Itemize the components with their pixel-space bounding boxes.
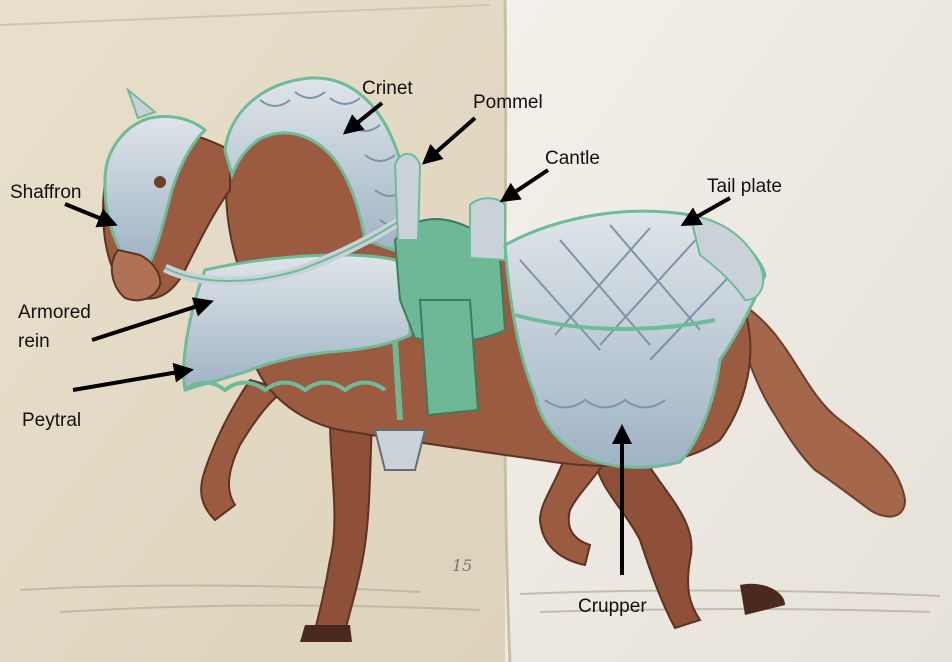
cantle xyxy=(470,198,505,260)
label-shaffron: Shaffron xyxy=(10,182,81,204)
pommel xyxy=(395,154,420,240)
stirrup xyxy=(375,430,425,470)
label-tail-plate: Tail plate xyxy=(707,176,782,198)
label-peytral: Peytral xyxy=(22,410,81,432)
label-crinet: Crinet xyxy=(362,78,413,100)
label-crupper: Crupper xyxy=(578,596,647,618)
horse-eye xyxy=(154,176,166,188)
label-armored-rein-line1: Armored xyxy=(18,302,91,324)
folio-mark: 15 xyxy=(452,556,472,575)
front-hoof xyxy=(300,625,352,642)
label-armored-rein-line2: rein xyxy=(18,331,50,353)
label-cantle: Cantle xyxy=(545,148,600,170)
label-pommel: Pommel xyxy=(473,92,543,114)
saddle-flap xyxy=(420,300,478,415)
